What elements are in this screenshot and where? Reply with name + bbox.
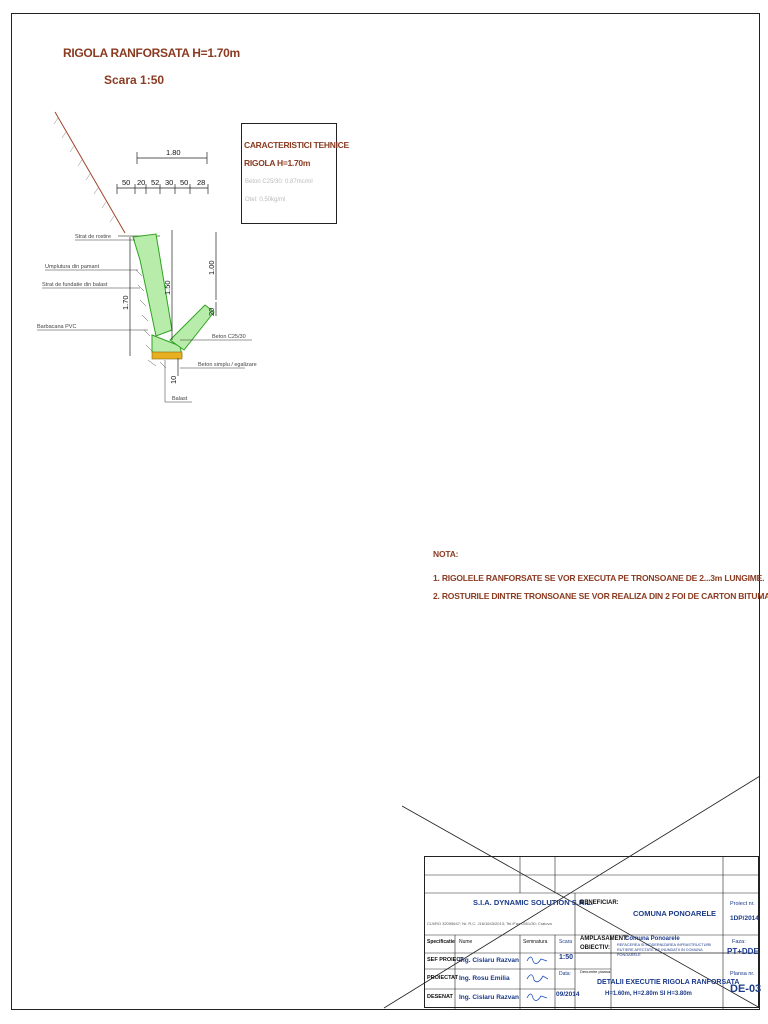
tech-line-2: Otel: 0.50kg/ml: [245, 197, 286, 203]
dim-seg-6: 28: [197, 178, 205, 187]
drawing-sheet: [11, 13, 760, 1010]
label-6: Beton simplu / egalizare: [198, 362, 257, 368]
plansa-no-label: Plansa nr.: [730, 971, 755, 977]
title-block-grid: [425, 857, 760, 1009]
faza-label: Faza:: [732, 939, 746, 945]
plansa-no: DE-03: [730, 983, 762, 995]
row-role-1: SEF PROIECT: [427, 957, 464, 963]
cancel-line-2: [383, 775, 761, 1009]
drawing-scale: Scara 1:50: [104, 73, 165, 87]
tech-specs-box: CARACTERISTICI TEHNICE RIGOLA H=1.70m Be…: [241, 123, 349, 224]
project-no: 1DP/2014: [730, 915, 759, 922]
obiectiv-value: REFACEREA SI MODERNIZAREA INFRASTRUCTURI…: [617, 943, 712, 957]
row-name-2: Ing. Rosu Emilia: [459, 975, 510, 982]
tech-line-1: Beton C25/30: 0.87mc/ml: [245, 179, 313, 185]
dim-h-mid: 1.50: [163, 280, 172, 295]
project-no-label: Proiect nr.: [730, 901, 755, 907]
drawing-title: RIGOLA RANFORSATA H=1.70m: [63, 46, 240, 60]
signature-2: [526, 974, 549, 983]
dim-seg-2: 20: [137, 178, 145, 187]
label-5: Beton C25/30: [212, 334, 246, 340]
signature-1: [526, 956, 548, 964]
label-4: Barbacana PVC: [37, 324, 76, 330]
row-role-3: DESENAT: [427, 994, 453, 1000]
tech-subheading: RIGOLA H=1.70m: [244, 158, 311, 168]
nota-heading: NOTA:: [433, 549, 459, 559]
beneficiar-value: COMUNA PONOARELE: [633, 909, 717, 918]
dim-ticks: [116, 152, 209, 194]
beneficiar-label: BENEFICIAR:: [580, 900, 619, 906]
faza-value: PT+DDE: [727, 947, 759, 956]
dim-seg-4: 30: [165, 178, 173, 187]
dim-top-total: 1.80: [166, 148, 181, 157]
title-block: S.I.A. DYNAMIC SOLUTION S.R.L. CUI/RO 32…: [424, 856, 762, 1009]
dim-h-right: 1.00: [207, 260, 216, 275]
terrain-hatch: [53, 117, 115, 223]
dim-h-small: 20: [207, 308, 216, 316]
terrain-line: [54, 111, 126, 234]
leader-lines: [37, 239, 252, 403]
cancel-line-1: [401, 805, 761, 1009]
data-value: 09/2014: [556, 991, 580, 998]
row-name-3: Ing. Cislaru Razvan: [459, 994, 519, 1001]
left-wall: [132, 233, 173, 337]
dim-seg-3: 52: [151, 178, 159, 187]
plansa-title-1: DETALII EXECUTIE RIGOLA RANFORSATA: [597, 979, 740, 986]
dim-bottom: 10: [169, 376, 178, 384]
dim-seg-1: 50: [122, 178, 130, 187]
nota-item-2: 2. ROSTURILE DINTRE TRONSOANE SE VOR REA…: [433, 591, 768, 601]
amplasament-label: AMPLASAMENT:: [580, 936, 628, 942]
company-info: CUI/RO 32095647; Nr. R.C. J16/1643/2013;…: [427, 921, 552, 926]
col-header-functie: Specificatie: [427, 939, 455, 945]
col-header-nume: Nume: [459, 939, 473, 945]
company-name: S.I.A. DYNAMIC SOLUTION S.R.L.: [473, 898, 594, 907]
amplasament-value: Comuna Ponoarele: [625, 936, 680, 942]
signature-3: [526, 993, 548, 1001]
nota-item-1: 1. RIGOLELE RANFORSATE SE VOR EXECUTA PE…: [433, 573, 765, 583]
dim-seg-5: 50: [180, 178, 188, 187]
row-role-2: PROIECTAT: [427, 975, 458, 981]
label-3: Strat de fundatie din balast: [42, 282, 108, 288]
scara-label: Scara: [559, 939, 573, 945]
base-layer: [151, 351, 183, 360]
scara-value: 1:50: [559, 954, 574, 961]
dim-h-left: 1.70: [121, 295, 130, 310]
obiectiv-label: OBIECTIV:: [580, 945, 611, 951]
row-name-1: Ing. Cislaru Razvan: [459, 957, 519, 964]
signatures: [526, 956, 549, 1001]
label-7: Balast: [172, 396, 188, 402]
col-header-semnatura: Semnatura: [523, 939, 548, 945]
plansa-title-2: H=1.60m, H=2.80m SI H=3.80m: [605, 991, 692, 997]
data-label: Data:: [559, 971, 571, 977]
label-1: Strat de rostire: [75, 234, 111, 240]
plansa-label: Denumire plansa:: [580, 969, 612, 974]
tech-heading: CARACTERISTICI TEHNICE: [244, 140, 349, 150]
label-2: Umplutura din pamant: [45, 264, 100, 270]
right-wall: [169, 304, 215, 351]
